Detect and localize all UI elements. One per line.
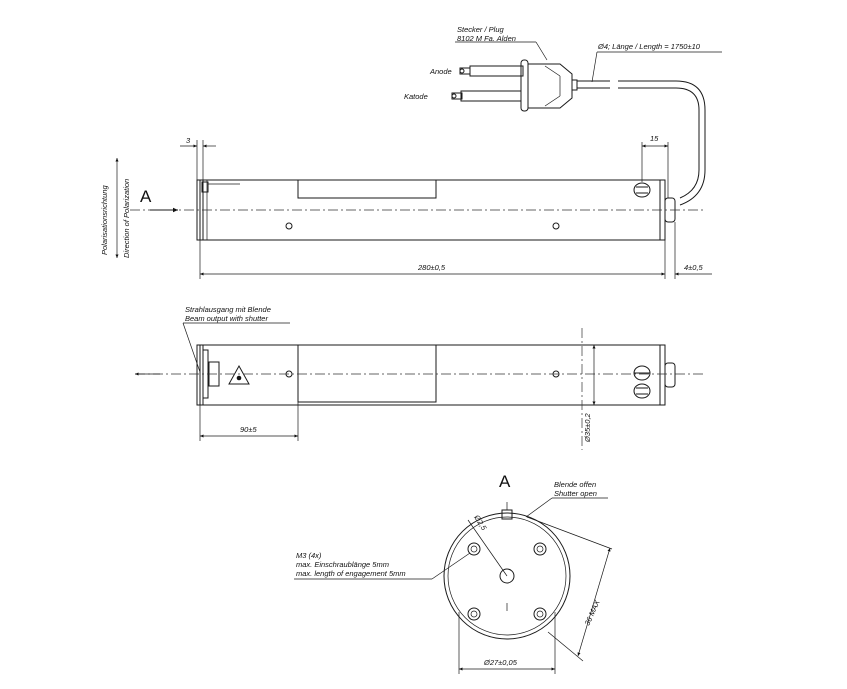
beam-output-label-en: Beam output with shutter	[185, 314, 268, 323]
beam-output-label-de: Strahlausgang mit Blende	[185, 305, 271, 314]
dim-length: 280±0,5	[417, 263, 446, 272]
polarization-label-de: Polarisationsrichtung	[100, 185, 109, 255]
cable-label: Ø4; Länge / Length = 1750±10	[597, 42, 701, 51]
plug-part-label: 8102 M Fa. Alden	[457, 34, 516, 43]
mount-hole	[552, 222, 560, 230]
dim-3: 3	[186, 136, 191, 145]
katode-pin	[460, 90, 522, 102]
plug-label-leader-diag	[535, 41, 548, 61]
side-view: A Polarisationsrichtung Direction of Pol…	[100, 134, 712, 279]
shutter-tab	[501, 509, 513, 520]
dim-15: 15	[650, 134, 659, 143]
engage-label-en: max. length of engagement 5mm	[296, 569, 406, 578]
engage-label-de: max. Einschraublänge 5mm	[296, 560, 389, 569]
laser-warning-icon	[228, 364, 250, 385]
screw-hole	[467, 542, 481, 556]
plug-body	[527, 63, 573, 109]
katode-label: Katode	[404, 92, 428, 101]
dim-27: Ø27±0,05	[483, 658, 518, 667]
tube-body-top	[199, 344, 666, 406]
screw-hole	[533, 607, 547, 621]
view-a-label: A	[140, 187, 152, 206]
anode-tip-dot	[459, 68, 465, 74]
shutter-open-label-en: Shutter open	[554, 489, 597, 498]
screw-hole	[467, 607, 481, 621]
ground-screw	[633, 182, 651, 198]
anode-pin	[469, 65, 524, 77]
katode-tip-dot	[451, 93, 457, 99]
dim-90: 90±5	[240, 425, 257, 434]
mount-hole	[285, 222, 293, 230]
plug-flange	[520, 59, 529, 112]
polarization-label-en: Direction of Polarization	[122, 179, 131, 258]
m3-label: M3 (4x)	[296, 551, 322, 560]
dim-end: 4±0,5	[684, 263, 704, 272]
ground-screw	[633, 383, 651, 399]
end-view-a-label: A	[499, 472, 511, 491]
beam-aperture	[499, 568, 515, 584]
dim-36-max: 36 MAX	[583, 598, 602, 627]
end-view: A Blende offen Shutter open Ø2,5 M3 (4x)…	[294, 472, 613, 674]
shutter-open-label-de: Blende offen	[554, 480, 596, 489]
top-view: Strahlausgang mit Blende Beam output wit…	[135, 305, 705, 450]
plug-label: Stecker / Plug	[457, 25, 505, 34]
cable-leader	[591, 51, 598, 83]
tube-label-plate	[297, 179, 437, 199]
end-view-outer	[443, 512, 571, 640]
anode-label: Anode	[429, 67, 452, 76]
plug-group: Stecker / Plug 8102 M Fa. Alden Anode Ka…	[404, 25, 722, 206]
dim-diameter: Ø35±0,2	[583, 412, 592, 443]
tube-label-plate-top	[297, 344, 437, 403]
screw-hole	[533, 542, 547, 556]
